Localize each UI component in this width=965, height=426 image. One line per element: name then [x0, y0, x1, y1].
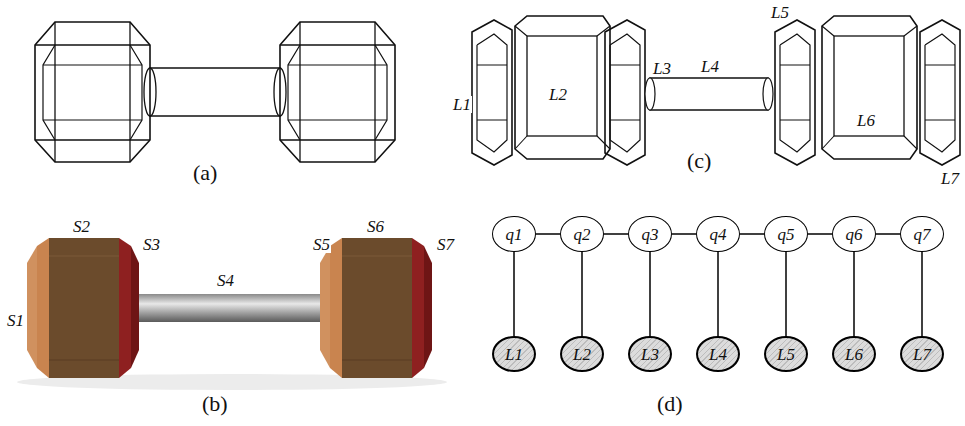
part-label: S6 [366, 218, 385, 235]
panel-caption: (a) [192, 162, 218, 184]
connector [672, 234, 696, 235]
part-label: S2 [72, 218, 91, 235]
connector [514, 252, 515, 336]
connector [922, 252, 923, 336]
panel-caption: (d) [656, 393, 684, 415]
part-label: S1 [6, 312, 25, 329]
node-label: q1 [506, 226, 523, 243]
panel-caption: (b) [201, 393, 229, 415]
part-label: L7 [940, 170, 960, 187]
part-label: S4 [216, 272, 235, 289]
connector [854, 252, 855, 336]
connector [650, 252, 651, 336]
observed-node: L7 [900, 336, 944, 372]
part-label: L4 [700, 58, 720, 75]
connector [808, 234, 832, 235]
observed-node: L5 [764, 336, 808, 372]
node-label: q3 [642, 226, 659, 243]
connector [718, 252, 719, 336]
node-label: L4 [709, 346, 727, 363]
connector [536, 234, 560, 235]
part-label: L2 [548, 86, 568, 103]
panel-caption: (c) [686, 150, 712, 172]
observed-node: L3 [628, 336, 672, 372]
part-label: L6 [856, 112, 876, 129]
part-label: L1 [452, 96, 472, 113]
observed-node: L1 [492, 336, 536, 372]
state-node: q2 [560, 216, 604, 252]
observed-node: L4 [696, 336, 740, 372]
part-label: L3 [652, 60, 672, 77]
state-node: q4 [696, 216, 740, 252]
node-label: q7 [914, 226, 931, 243]
node-label: q4 [710, 226, 727, 243]
connector [582, 252, 583, 336]
part-label: S7 [436, 236, 455, 253]
state-node: q5 [764, 216, 808, 252]
node-label: q6 [846, 226, 863, 243]
observed-node: L2 [560, 336, 604, 372]
state-node: q7 [900, 216, 944, 252]
node-label: L1 [505, 346, 523, 363]
node-label: q5 [778, 226, 795, 243]
connector [740, 234, 764, 235]
node-label: L6 [845, 346, 863, 363]
node-label: L7 [913, 346, 931, 363]
part-label: S3 [142, 236, 161, 253]
connector [876, 234, 900, 235]
node-label: q2 [574, 226, 591, 243]
node-label: L5 [777, 346, 795, 363]
state-node: q6 [832, 216, 876, 252]
node-label: L3 [641, 346, 659, 363]
observed-node: L6 [832, 336, 876, 372]
part-label: L5 [770, 4, 790, 21]
part-label: S5 [312, 236, 331, 253]
connector [786, 252, 787, 336]
state-node: q1 [492, 216, 536, 252]
connector [604, 234, 628, 235]
node-label: L2 [573, 346, 591, 363]
state-node: q3 [628, 216, 672, 252]
